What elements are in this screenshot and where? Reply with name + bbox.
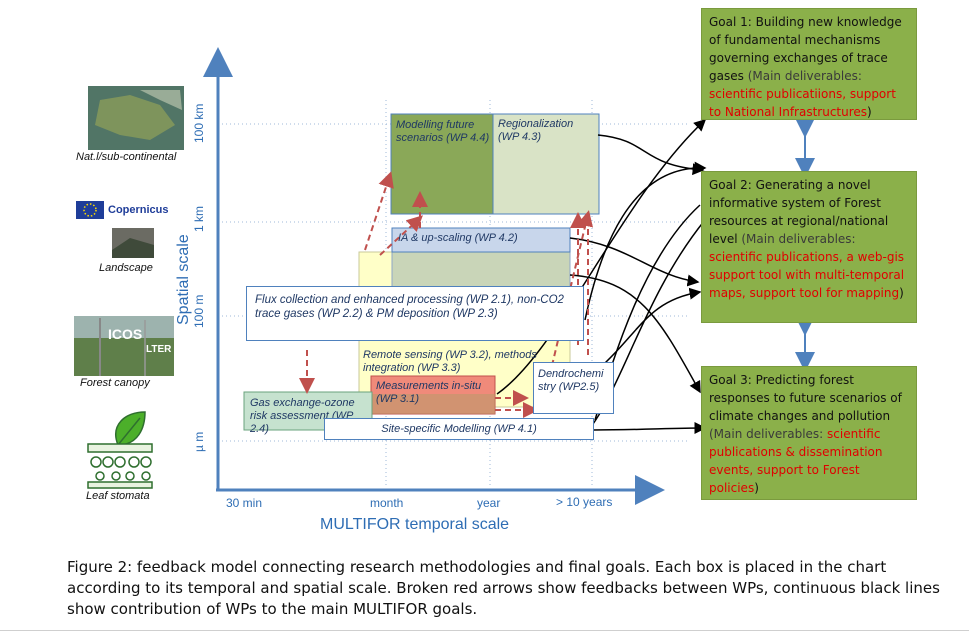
area-wp31-overlay [371,394,495,414]
goal-1: Goal 1: Building new knowledge of fundam… [701,8,917,120]
x-axis-title: MULTIFOR temporal scale [320,516,510,533]
goal-1-deliverables: scientific publicatiions, support to Nat… [709,87,896,119]
goal-3-text: Goal 3: Predicting forest responses to f… [709,373,902,423]
x-tick-month: month [370,496,404,510]
bottom-divider [0,630,969,631]
goal-1-deliverables-close: ) [867,105,872,119]
box-wp44: Modelling future scenarios (WP 4.4) [396,119,490,144]
goal-3: Goal 3: Predicting forest responses to f… [701,366,917,500]
line-wp31-goal1 [496,118,707,395]
goal-3-deliverables: scientific publications & dissemination … [709,427,883,495]
goal-2-deliverables-open: (Main deliverables: [741,232,856,246]
line-wp42-goal2 [569,237,700,287]
map-image [88,86,184,150]
area-wp44 [390,113,494,215]
scale-national: Nat.l/sub-continental [76,151,177,163]
feedback-2 [364,171,394,251]
goal-3-deliverables-close: ) [754,481,759,495]
goal-2-text: Goal 2: Generating a novel informative s… [709,178,889,246]
contribution-lines [496,118,707,441]
line-wp21-goal2 [584,161,707,321]
y-axis-title: Spatial scale [175,234,192,325]
x-tick-10years: > 10 years [556,495,613,509]
line-site-goal1 [579,219,706,441]
leaf-stomata-icon [87,411,153,489]
box-wp42: IA & up-scaling (WP 4.2) [398,232,518,244]
line-wp43-goal2 [597,134,705,176]
scale-leaf-stomata: Leaf stomata [86,490,150,502]
y-tick-100km: 100 km [192,103,206,143]
goal-1-text: Goal 1: Building new knowledge of fundam… [709,15,902,83]
lter-logo: LTER [146,344,172,355]
x-tick-year: year [477,496,501,510]
box-wp32: Remote sensing (WP 3.2), methods integra… [363,349,537,374]
area-wp43 [492,113,600,215]
goal-3-deliverables-open: (Main deliverables: [709,427,824,441]
y-tick-100m: 100 m [192,294,206,328]
goal-2-deliverables-close: ) [899,286,904,300]
scale-landscape: Landscape [99,262,153,274]
line-site-goal3 [592,422,707,435]
goal-2: Goal 2: Generating a novel informative s… [701,171,917,323]
y-tick-1km: 1 km [192,205,206,232]
icos-logo: ICOS [108,326,143,342]
forest-canopy-image [74,316,174,376]
x-tick-30min: 30 min [226,496,263,510]
box-wp43: Regionalization (WP 4.3) [498,118,574,143]
landscape-image [112,228,154,258]
scale-forest-canopy: Forest canopy [80,377,150,389]
y-tick-um: µ m [192,431,206,452]
box-wp25: Dendrochemi stry (WP2.5) [533,362,614,414]
goal-1-deliverables-open: (Main deliverables: [747,69,862,83]
box-wp31: Measurements in-situ (WP 3.1) [376,380,482,405]
goal-2-deliverables: scientific publications, a web-gis suppo… [709,250,905,300]
box-wp41: Site-specific Modelling (WP 4.1) [324,418,594,440]
eu-flag-icon [76,201,104,219]
feedback-4 [379,215,423,256]
box-wp21: Flux collection and enhanced processing … [246,286,584,341]
copernicus-logo: Copernicus [108,204,169,216]
line-remote-goal3 [569,274,701,394]
figure-caption: Figure 2: feedback model connecting rese… [67,558,940,618]
